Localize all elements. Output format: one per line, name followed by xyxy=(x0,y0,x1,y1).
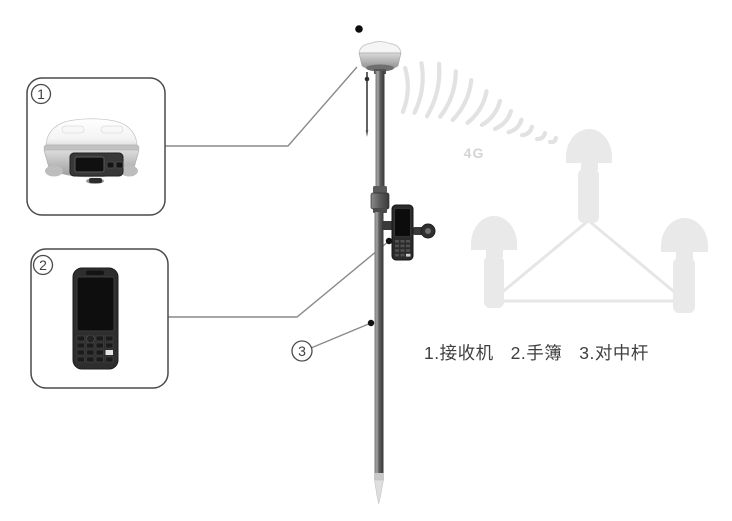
legend-item-receiver: 1.接收机 xyxy=(424,343,494,363)
legend-caption: 1.接收机 2.手簿 3.对中杆 xyxy=(424,342,649,364)
callout-3: 3 xyxy=(291,340,313,362)
uhf-antenna xyxy=(364,72,370,137)
cors-station-top xyxy=(566,129,612,223)
legend-item-pole: 3.对中杆 xyxy=(579,343,649,363)
cors-station-right xyxy=(661,218,708,313)
cors-station-left xyxy=(471,216,517,308)
anchor-dot-pole xyxy=(367,319,375,327)
legend-item-controller: 2.手簿 xyxy=(510,343,563,363)
leader-lines xyxy=(165,66,390,349)
callout-number-1: 1 xyxy=(37,86,45,102)
callout-badge-1 xyxy=(30,83,52,105)
network-links xyxy=(499,219,679,303)
anchor-dot-controller xyxy=(385,237,393,245)
centering-pole-illustration xyxy=(358,41,436,505)
controller-bracket xyxy=(382,221,436,239)
callout-number-2: 2 xyxy=(39,257,47,273)
top-dot xyxy=(355,25,363,33)
pole-upper-tube xyxy=(375,71,385,193)
reference-station-network xyxy=(471,129,708,313)
gnss-receiver-on-pole xyxy=(358,41,402,74)
leader-line-receiver xyxy=(165,66,358,147)
4g-signal-waves-icon xyxy=(400,61,559,145)
callout-badge-3 xyxy=(291,340,313,362)
pole-tip xyxy=(374,473,384,505)
callout-box-1: 1 xyxy=(26,77,166,216)
pole-lower-tube xyxy=(374,212,384,480)
4g-label: 4G xyxy=(464,145,485,161)
leader-line-controller xyxy=(168,240,390,318)
callout-number-3: 3 xyxy=(298,343,306,359)
leader-line-pole xyxy=(310,322,372,349)
handheld-controller-illustration xyxy=(72,267,119,370)
telescopic-clamp xyxy=(370,186,390,213)
callout-badge-2 xyxy=(32,254,54,276)
pole-mounted-controller xyxy=(391,204,414,261)
callout-box-2: 2 xyxy=(30,248,169,389)
gnss-receiver-illustration xyxy=(43,118,140,184)
